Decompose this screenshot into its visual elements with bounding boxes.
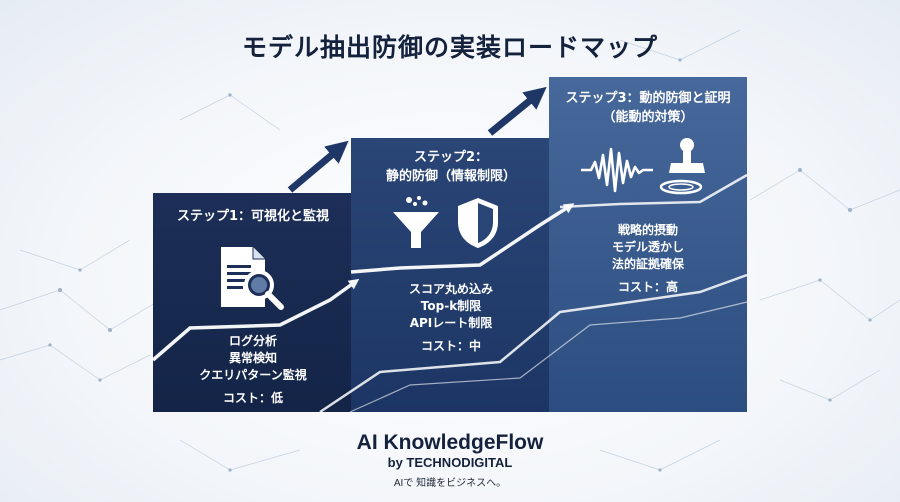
step-1-item: クエリパターン監視 <box>199 368 307 382</box>
step-3-item: 法的証拠確保 <box>611 257 684 271</box>
brand-name: AI KnowledgeFlow <box>356 431 544 454</box>
step-2-title-line: 静的防御（情報制限） <box>385 169 516 184</box>
funnel-icon <box>393 196 439 248</box>
shield-icon <box>458 198 498 248</box>
step-1-items: ログ分析 異常検知 クエリパターン監視 <box>153 333 353 384</box>
progress-line-main <box>151 278 360 362</box>
step-2-items: スコア丸め込み Top-k制限 APIレート制限 <box>351 281 551 332</box>
step-3-cost: コスト：高 <box>617 280 678 294</box>
step-2-title: ステップ2： 静的防御（情報制限） <box>351 148 551 186</box>
brand-by-line: by TECHNODIGITAL <box>387 455 513 470</box>
page-title: モデル抽出防御の実装ロードマップ <box>241 33 658 62</box>
step-3-title-line: ステップ3：動的防御と証明 <box>565 91 731 106</box>
step-3-panel: ステップ3：動的防御と証明 （能動的対策） 戦略的摂動 モデル透かし 法的証拠確… <box>549 77 747 412</box>
stamp-icon <box>659 138 705 195</box>
progress-line-low <box>319 273 748 414</box>
step-2-panel: ステップ2： 静的防御（情報制限） スコア丸め込み Top-k制限 APIレート… <box>351 138 551 412</box>
step-2-item: Top-k制限 <box>420 299 482 313</box>
step-2-item: APIレート制限 <box>409 316 493 330</box>
step-1-title: ステップ1：可視化と監視 <box>176 209 330 224</box>
document-magnifier-icon <box>221 247 284 310</box>
progress-line-bottom <box>349 301 748 413</box>
progress-line-top <box>559 173 748 209</box>
progress-line-upper <box>350 203 575 274</box>
step-1-cost: コスト：低 <box>222 391 283 405</box>
step-2-item: スコア丸め込み <box>408 282 493 296</box>
step-1-item: ログ分析 <box>228 334 277 348</box>
growth-arrow-2 <box>487 86 547 136</box>
step-1-item: 異常検知 <box>228 351 277 365</box>
step-3-items: 戦略的摂動 モデル透かし 法的証拠確保 <box>549 222 747 273</box>
step-3-title-line: （能動的対策） <box>602 110 694 125</box>
step-3-item: 戦略的摂動 <box>617 223 678 237</box>
step-3-title: ステップ3：動的防御と証明 （能動的対策） <box>549 89 747 127</box>
waveform-icon <box>581 147 653 193</box>
step-3-item: モデル透かし <box>611 240 684 254</box>
growth-arrow-1 <box>287 140 349 193</box>
step-1-panel: ステップ1：可視化と監視 ログ分析 異常検知 クエリパターン監視 コスト：低 <box>153 193 353 412</box>
step-2-cost: コスト：中 <box>420 339 481 353</box>
brand-tagline: AIで 知識をビジネスへ。 <box>393 478 507 489</box>
step-2-title-line: ステップ2： <box>413 150 489 165</box>
